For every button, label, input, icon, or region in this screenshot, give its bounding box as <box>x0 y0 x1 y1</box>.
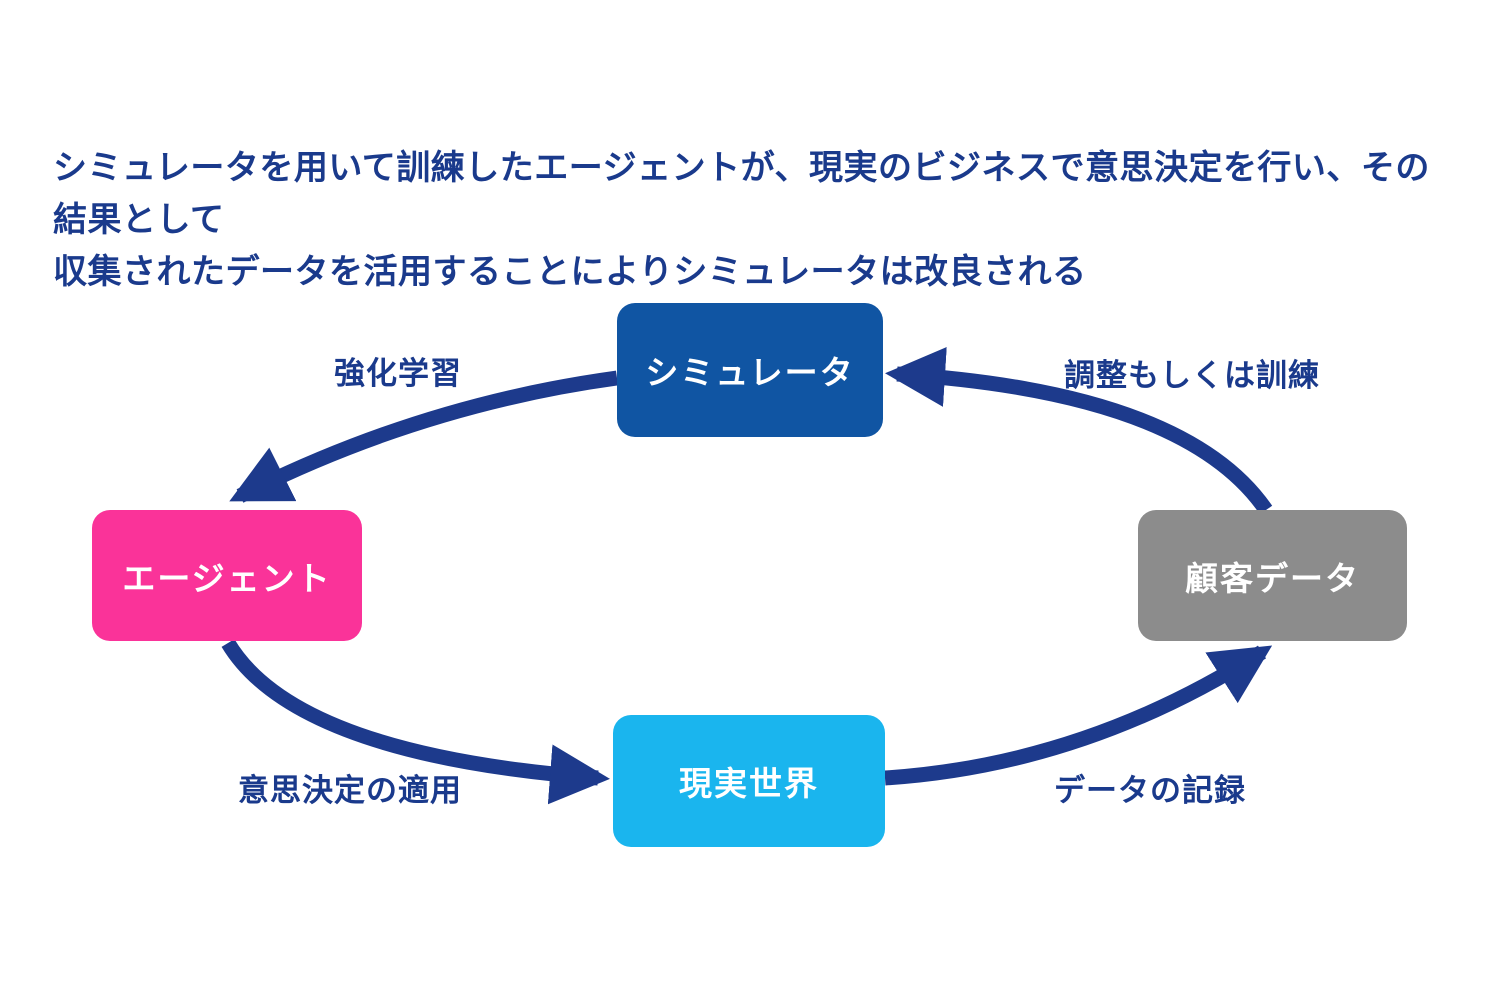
edge-label-tune-or-train: 調整もしくは訓練 <box>1064 358 1320 393</box>
node-agent: エージェント <box>92 510 362 641</box>
node-real-world: 現実世界 <box>613 715 885 847</box>
arrow-real-world-to-customer-data <box>884 645 1273 786</box>
node-simulator-label: シミュレータ <box>645 354 855 391</box>
arrow-simulator-to-agent <box>229 370 619 503</box>
edge-label-record-data: データの記録 <box>1054 773 1246 808</box>
arrow-agent-to-real-world <box>221 639 610 805</box>
node-real-world-label: 現実世界 <box>679 765 819 802</box>
header-line-1: シミュレータを用いて訓練したエージェントが、現実のビジネスで意思決定を行い、その… <box>53 149 1430 239</box>
edge-label-reinforcement-learning: 強化学習 <box>334 356 462 391</box>
edge-label-apply-decision: 意思決定の適用 <box>238 773 462 808</box>
node-customer-data-label: 顧客データ <box>1185 559 1360 597</box>
arrow-customer-data-to-simulator <box>885 347 1273 515</box>
node-agent-label: エージェント <box>122 559 332 597</box>
node-customer-data: 顧客データ <box>1138 510 1407 641</box>
node-simulator: シミュレータ <box>617 303 883 437</box>
header-text: シミュレータを用いて訓練したエージェントが、現実のビジネスで意思決定を行い、その… <box>53 142 1463 298</box>
header-line-2: 収集されたデータを活用することによりシミュレータは改良される <box>53 253 1087 291</box>
